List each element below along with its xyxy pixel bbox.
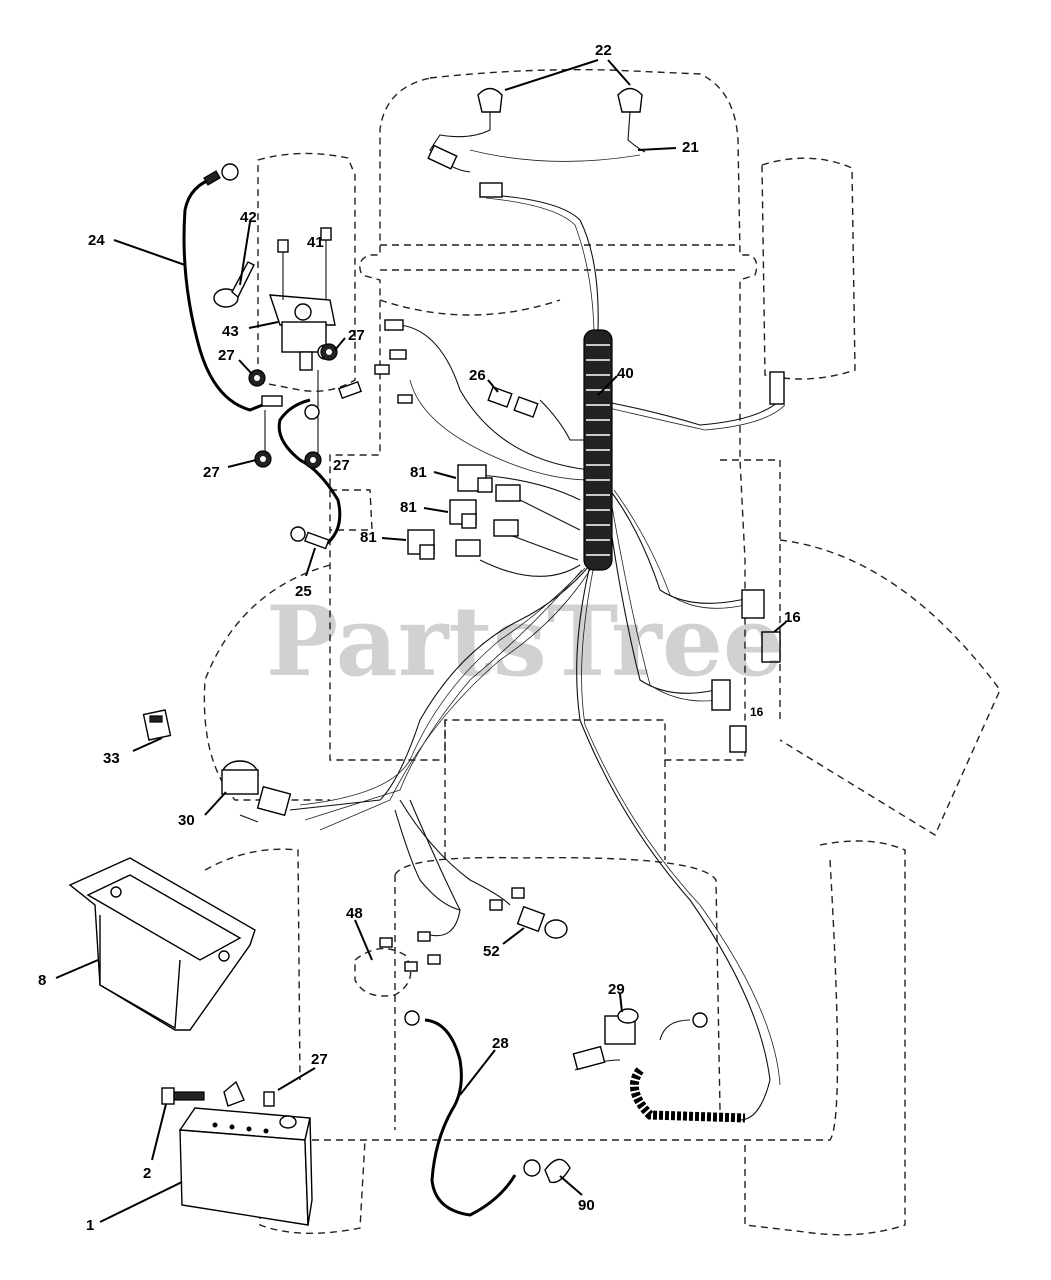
callout-28: 28 bbox=[492, 1035, 509, 1052]
connector-right-top bbox=[769, 371, 785, 405]
harness-wires bbox=[289, 194, 786, 1121]
nut-27 bbox=[248, 343, 338, 469]
battery-bolt-2 bbox=[161, 1080, 275, 1107]
connector-52 bbox=[489, 887, 568, 939]
ignition-switch-30 bbox=[221, 760, 292, 823]
leader-lines bbox=[55, 59, 787, 1223]
callout-22: 22 bbox=[595, 42, 612, 59]
callout-26: 26 bbox=[469, 367, 486, 384]
callout-81-bottom: 81 bbox=[360, 529, 377, 546]
connector-16-upper bbox=[741, 589, 781, 663]
callout-27-lower-left: 27 bbox=[203, 464, 220, 481]
front-connector bbox=[479, 182, 503, 198]
callout-29: 29 bbox=[608, 981, 625, 998]
tractor-outline bbox=[203, 68, 1001, 1236]
wire-loom bbox=[583, 329, 613, 571]
callout-16-lower: 16 bbox=[750, 705, 764, 719]
callout-8: 8 bbox=[38, 972, 46, 989]
callout-27-battery: 27 bbox=[311, 1051, 328, 1068]
cable-24 bbox=[182, 163, 283, 412]
callout-27-upper-right: 27 bbox=[348, 327, 365, 344]
callout-41: 41 bbox=[307, 234, 324, 251]
starter-solenoid bbox=[264, 227, 336, 455]
callout-24: 24 bbox=[88, 232, 105, 249]
callout-43: 43 bbox=[222, 323, 239, 340]
callout-81-top: 81 bbox=[410, 464, 427, 481]
callout-40: 40 bbox=[617, 365, 634, 382]
callout-30: 30 bbox=[178, 812, 195, 829]
connector-26 bbox=[487, 386, 539, 418]
callout-2: 2 bbox=[143, 1165, 151, 1182]
connector-16-lower bbox=[711, 679, 747, 753]
callout-81-middle: 81 bbox=[400, 499, 417, 516]
callout-21: 21 bbox=[682, 139, 699, 156]
callout-33: 33 bbox=[103, 750, 120, 767]
cable-25 bbox=[277, 398, 342, 550]
cable-28 bbox=[404, 1010, 541, 1217]
callout-27-lower-right: 27 bbox=[333, 457, 350, 474]
callout-25: 25 bbox=[295, 583, 312, 600]
terminal-connectors bbox=[337, 319, 413, 404]
headlight-left bbox=[429, 87, 503, 173]
battery-1 bbox=[178, 1107, 313, 1226]
relay-81 bbox=[407, 464, 521, 560]
callout-27-left: 27 bbox=[218, 347, 235, 364]
terminal-cover-90 bbox=[544, 1158, 571, 1184]
callout-90: 90 bbox=[578, 1197, 595, 1214]
callouts: 22 21 24 42 41 43 27 27 27 27 26 40 81 8… bbox=[38, 42, 801, 1234]
solenoid-bracket-42 bbox=[213, 261, 255, 308]
rear-coil-loom bbox=[629, 1067, 746, 1123]
headlight-connector bbox=[427, 144, 458, 170]
callout-1: 1 bbox=[86, 1217, 94, 1234]
watermark-text: PartsTree bbox=[266, 585, 784, 698]
lamp-48 bbox=[354, 931, 441, 997]
switch-33 bbox=[142, 709, 172, 741]
callout-48: 48 bbox=[346, 905, 363, 922]
switch-29 bbox=[572, 1008, 708, 1071]
headlight-right bbox=[469, 87, 646, 162]
callout-16-upper: 16 bbox=[784, 609, 801, 626]
callout-52: 52 bbox=[483, 943, 500, 960]
battery-box-8 bbox=[68, 857, 256, 1031]
callout-42: 42 bbox=[240, 209, 257, 226]
